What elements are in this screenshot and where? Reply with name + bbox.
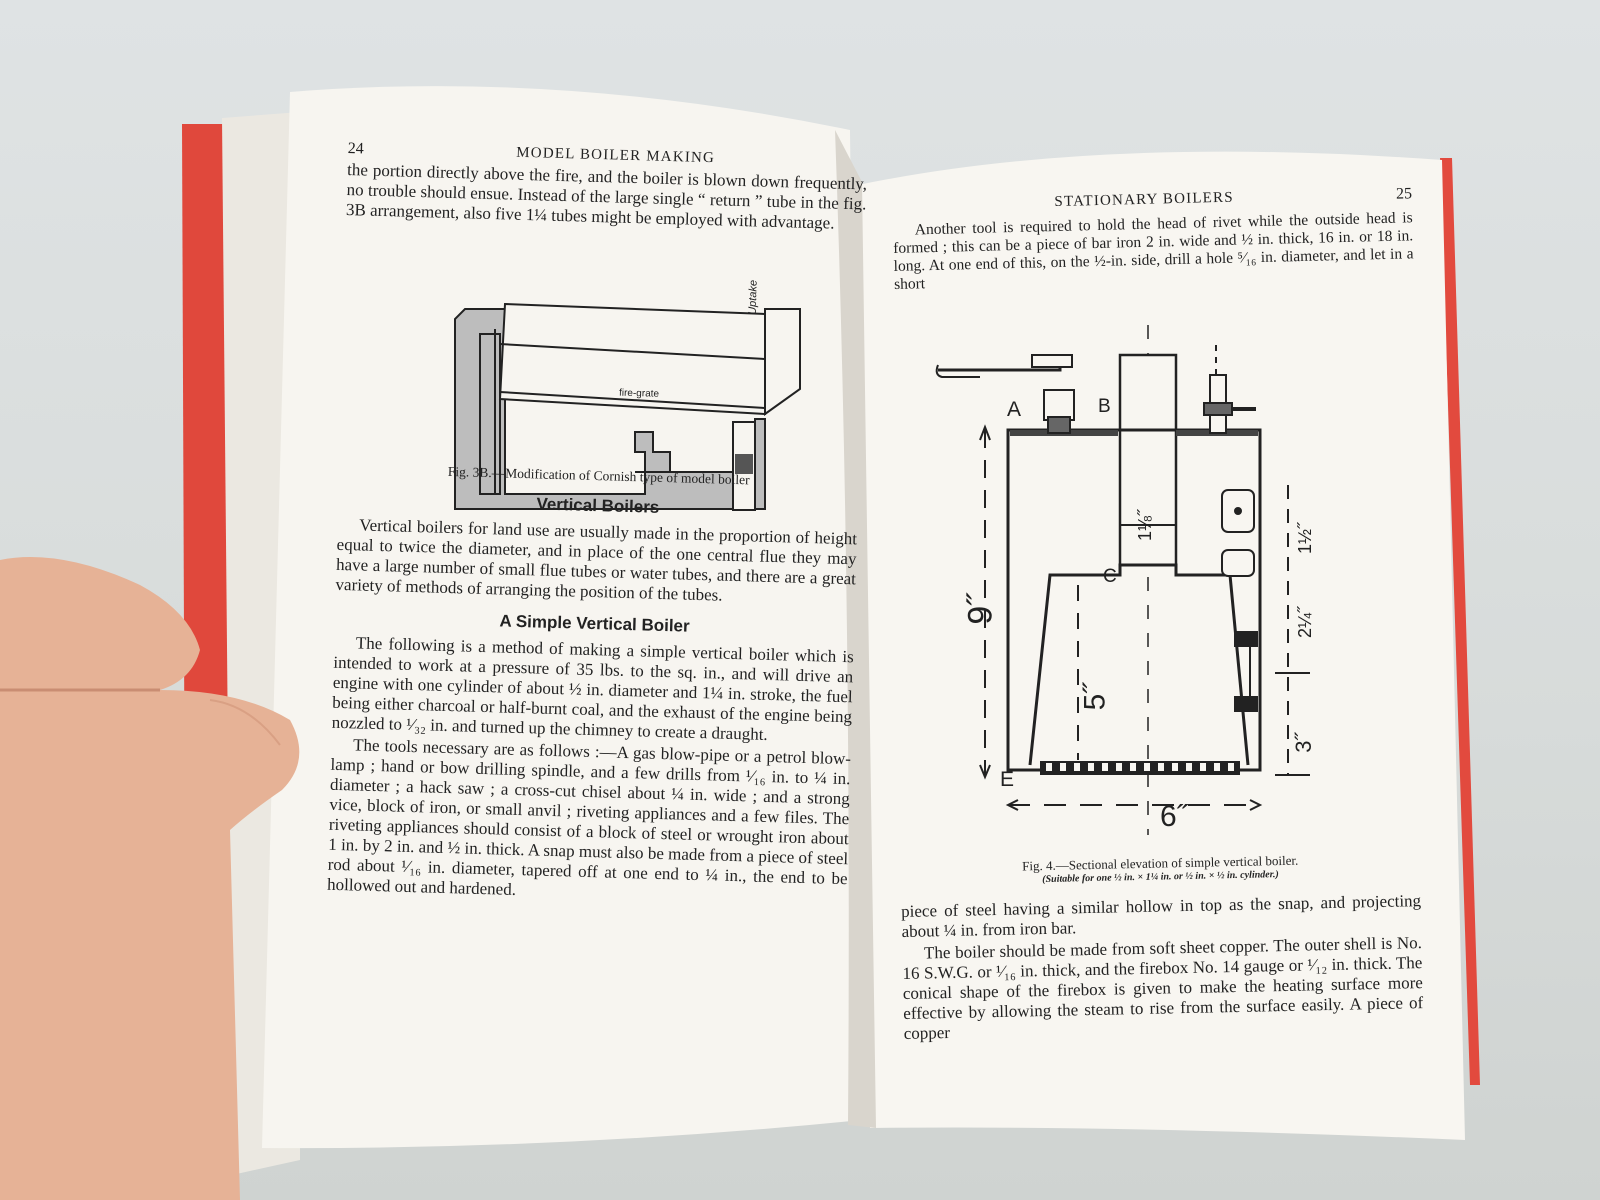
figure-4-drawing xyxy=(935,325,1310,835)
uptake-label: Uptake xyxy=(746,279,760,315)
figure-3b-drawing xyxy=(454,302,801,511)
dimension-lines xyxy=(979,424,1310,811)
cover-right-edge xyxy=(1440,158,1480,1085)
right-page-content: STATIONARY BOILERS 25 Another tool is re… xyxy=(892,185,1414,294)
gutter-shadow xyxy=(835,130,876,1128)
right-page-number: 25 xyxy=(1395,185,1413,203)
right-page xyxy=(858,151,1465,1141)
dim-gauge-a: 1½˝ xyxy=(1295,522,1316,555)
gauge-glass xyxy=(1221,489,1258,712)
grate xyxy=(1040,761,1240,775)
label-a: A xyxy=(1007,398,1022,421)
steam-valve xyxy=(1203,345,1256,434)
right-bottom-paragraph-2: The boiler should be made from soft shee… xyxy=(902,933,1424,1043)
right-page-lower-content: Fig. 4.—Sectional elevation of simple ve… xyxy=(900,844,1424,1044)
dim-flue: 1⅛˝ xyxy=(1135,509,1156,542)
left-page-content: 24 MODEL BOILER MAKING the portion direc… xyxy=(327,140,868,909)
right-running-head: STATIONARY BOILERS xyxy=(1054,189,1235,211)
label-c: C xyxy=(1103,566,1117,587)
left-page-number: 24 xyxy=(347,140,364,158)
dim-gauge-c: 3˝ xyxy=(1290,733,1316,753)
safety-valve xyxy=(935,354,1075,434)
fire-grate-label: fire-grate xyxy=(618,387,660,400)
simple-boiler-paragraph-1: The following is a method of making a si… xyxy=(331,633,855,744)
dim-width: 6˝ xyxy=(1160,800,1187,833)
dim-height: 9˝ xyxy=(961,594,1000,625)
label-e: E xyxy=(1000,768,1015,791)
thumb-crease xyxy=(209,699,281,746)
left-intro-paragraph: the portion directly above the fire, and… xyxy=(345,159,868,233)
hand xyxy=(0,557,300,1200)
right-top-paragraph: Another tool is required to hold the hea… xyxy=(893,209,1414,293)
uptake xyxy=(764,308,801,416)
firebox xyxy=(1028,563,1250,766)
figure-3b: Uptake fire-grate xyxy=(409,232,795,468)
dim-lower: 5˝ xyxy=(1078,683,1112,711)
simple-boiler-paragraph-2: The tools necessary are as follows :—A g… xyxy=(326,735,852,899)
vertical-boilers-paragraph: Vertical boilers for land use are usuall… xyxy=(335,515,858,605)
dim-gauge-b: 2¼˝ xyxy=(1295,606,1316,639)
label-b: B xyxy=(1098,396,1111,417)
